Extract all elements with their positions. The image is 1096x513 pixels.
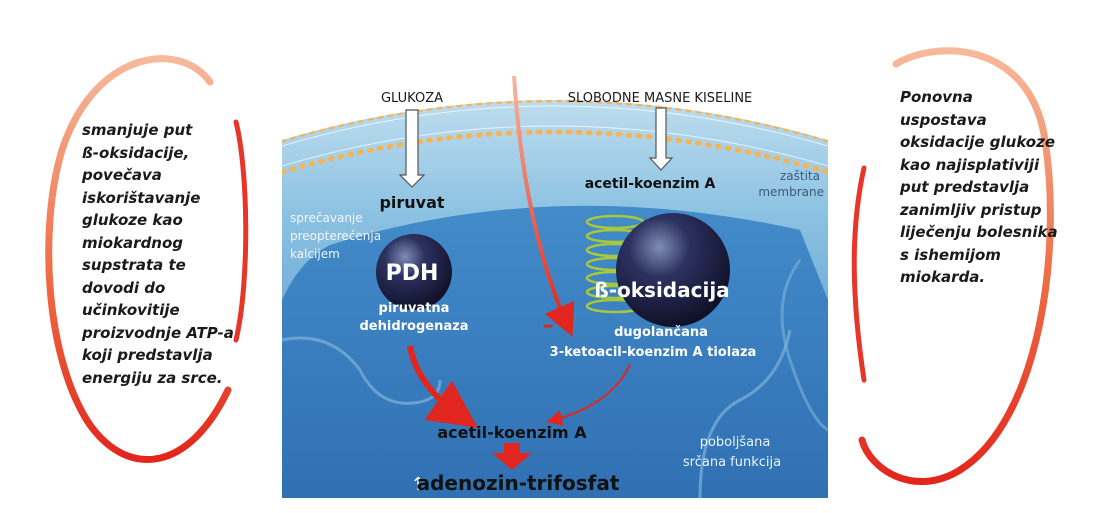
left-line: energiju za srce.: [82, 367, 234, 390]
pdh-label: PDH: [386, 261, 439, 286]
left-line: ß-oksidacije,: [82, 142, 234, 165]
right-description: Ponovna uspostava oksidacije glukoze kao…: [900, 86, 1058, 289]
pdh-name-line-2: dehidrogenaza: [360, 319, 469, 334]
right-line: zanimljiv pristup: [900, 199, 1058, 222]
right-line: put predstavlja: [900, 176, 1058, 199]
right-line: liječenju bolesnika: [900, 221, 1058, 244]
cardiac-function-line-2: srčana funkcija: [683, 455, 781, 470]
enzyme-line-1: dugolančana: [614, 325, 708, 340]
left-ring-inner: [236, 122, 246, 340]
left-line: koji predstavlja: [82, 344, 234, 367]
calcium-note-line-2: preopterećenja: [290, 229, 381, 243]
beta-oxidation-sphere: [616, 213, 730, 327]
glucose-label: GLUKOZA: [381, 91, 443, 106]
inhibition-symbol: –: [543, 313, 554, 338]
left-line: dovodi do: [82, 277, 234, 300]
beta-oxidation-label: ß-oksidacija: [594, 278, 729, 302]
membrane-protection-line-2: membrane: [758, 185, 824, 199]
left-line: proizvodnje ATP-a: [82, 322, 234, 345]
right-line: s ishemijom: [900, 244, 1058, 267]
right-line: oksidacije glukoze: [900, 131, 1058, 154]
left-description: smanjuje put ß-oksidacije, povečava isko…: [82, 119, 234, 389]
right-line: kao najisplativiji: [900, 154, 1058, 177]
left-line: glukoze kao: [82, 209, 234, 232]
calcium-note-line-1: sprečavanje: [290, 211, 363, 225]
left-line: iskorištavanje: [82, 187, 234, 210]
atp-label: adenozin-trifosfat: [417, 471, 620, 495]
fatty-acids-label: SLOBODNE MASNE KISELINE: [568, 91, 753, 106]
right-line: Ponovna: [900, 86, 1058, 109]
acetyl-coa-top-label: acetil-koenzim A: [585, 176, 716, 192]
left-line: smanjuje put: [82, 119, 234, 142]
left-line: miokardnog: [82, 232, 234, 255]
pyruvate-label: piruvat: [379, 193, 444, 212]
pdh-name-line-1: piruvatna: [379, 301, 450, 316]
left-line: povečava: [82, 164, 234, 187]
left-line: supstrata te: [82, 254, 234, 277]
cardiac-function-line-1: poboljšana: [700, 435, 771, 450]
right-line: uspostava: [900, 109, 1058, 132]
membrane-protection-line-1: zaštita: [780, 169, 820, 183]
calcium-note-line-3: kalcijem: [290, 247, 340, 261]
right-line: miokarda.: [900, 266, 1058, 289]
acetyl-coa-bottom-label: acetil-koenzim A: [437, 423, 587, 442]
enzyme-line-2: 3-ketoacil-koenzim A tiolaza: [550, 345, 757, 360]
left-line: učinkovitije: [82, 299, 234, 322]
right-ring-inner: [854, 168, 864, 380]
